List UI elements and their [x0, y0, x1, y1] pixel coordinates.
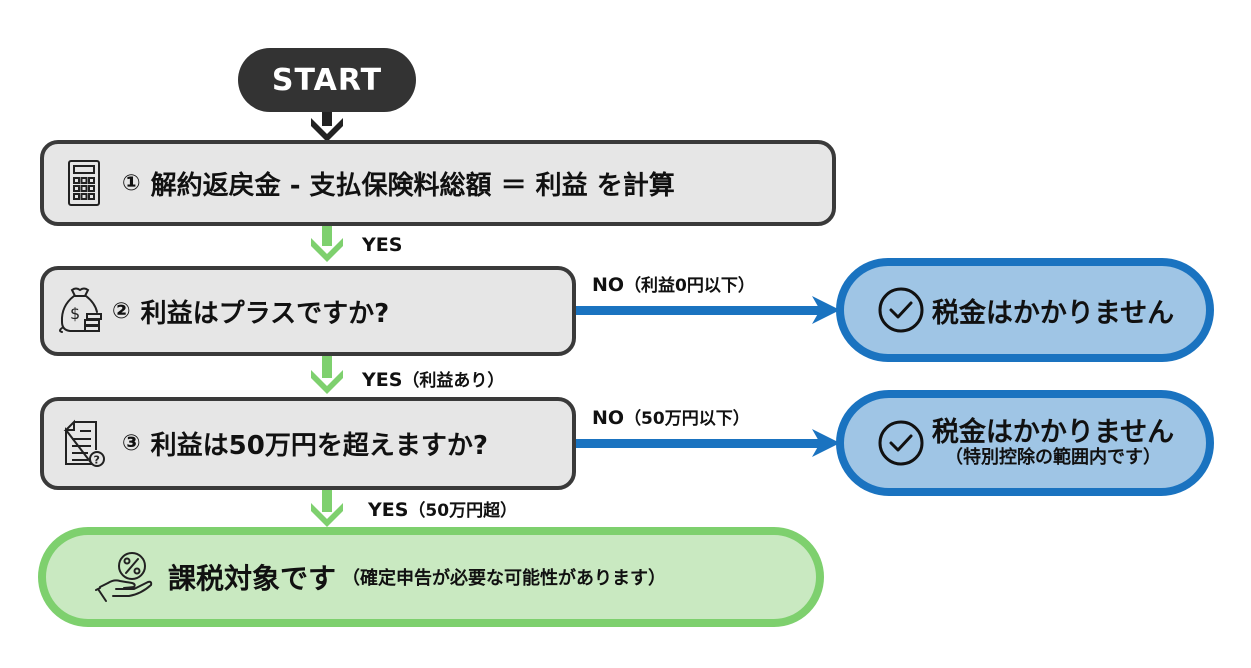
- result-no-tax-1: 税金はかかりません: [836, 258, 1214, 362]
- yes-label-3: YES（50万円超）: [368, 496, 517, 521]
- hand-percent-icon: [95, 552, 153, 602]
- start-node: START: [238, 48, 416, 112]
- no-label-1-sub: （利益0円以下）: [624, 276, 755, 296]
- result-taxable-note: （確定申告が必要な可能性があります）: [342, 568, 667, 589]
- step-3-box: ? ③ 利益は50万円を超えますか?: [40, 397, 576, 490]
- check-circle-icon: [878, 287, 924, 333]
- yes-label-2: YES（利益あり）: [362, 366, 504, 391]
- step-1-box: ① 解約返戻金 - 支払保険料総額 ＝ 利益 を計算: [40, 140, 836, 226]
- yes-label-2-sub: （利益あり）: [402, 371, 505, 391]
- no-label-2-main: NO: [592, 407, 625, 429]
- result-taxable: 課税対象です （確定申告が必要な可能性があります）: [38, 527, 824, 627]
- no-arrow-2: [576, 429, 840, 457]
- no-label-1-main: NO: [592, 274, 625, 296]
- yes-label-2-main: YES: [362, 369, 403, 391]
- result-no-tax-2: 税金はかかりません （特別控除の範囲内です）: [836, 390, 1214, 496]
- no-arrow-1: [576, 296, 840, 324]
- svg-text:?: ?: [94, 453, 100, 466]
- step-1-number: ①: [122, 170, 141, 196]
- yes-label-3-sub: （50万円超）: [408, 501, 518, 521]
- result-no-tax-2-text: 税金はかかりません: [931, 417, 1175, 449]
- result-taxable-text: 課税対象です: [168, 562, 337, 595]
- step-2-text: 利益はプラスですか?: [140, 298, 390, 329]
- yes-label-1-main: YES: [362, 234, 403, 256]
- step-2-number: ②: [112, 298, 131, 324]
- step-3-number: ③: [122, 431, 141, 456]
- start-label: START: [271, 62, 383, 98]
- start-arrow: [311, 112, 343, 142]
- step-1-text: 解約返戻金 - 支払保険料総額 ＝ 利益 を計算: [150, 170, 675, 201]
- yes-arrow-3: [311, 490, 343, 527]
- document-question-icon: ?: [63, 419, 105, 467]
- step-3-text: 利益は50万円を超えますか?: [150, 431, 488, 461]
- yes-arrow-2: [311, 356, 343, 394]
- yes-label-3-main: YES: [368, 499, 409, 521]
- yes-arrow-1: [311, 226, 343, 262]
- calculator-icon: [68, 160, 100, 206]
- no-label-1: NO（利益0円以下）: [592, 271, 755, 296]
- money-bag-icon: $: [59, 287, 102, 333]
- no-label-2-sub: （50万円以下）: [624, 409, 750, 429]
- result-no-tax-1-text: 税金はかかりません: [931, 297, 1175, 329]
- step-2-box: $ ② 利益はプラスですか?: [40, 266, 576, 356]
- check-circle-icon: [878, 420, 924, 466]
- yes-label-1: YES: [362, 234, 402, 256]
- no-label-2: NO（50万円以下）: [592, 404, 750, 429]
- result-no-tax-2-note: （特別控除の範囲内です）: [944, 447, 1161, 469]
- svg-text:$: $: [70, 304, 80, 323]
